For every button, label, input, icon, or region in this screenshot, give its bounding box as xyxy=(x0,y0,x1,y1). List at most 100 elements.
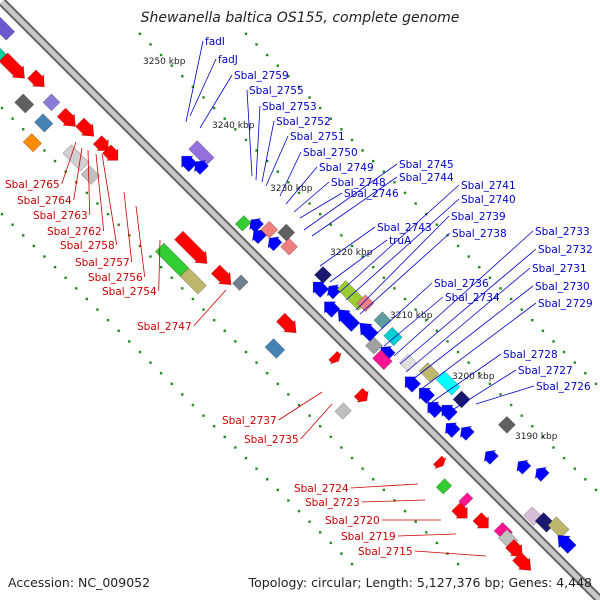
tick-dot xyxy=(531,425,534,428)
tick-dot xyxy=(128,234,131,237)
reverse-gene-arrow xyxy=(404,376,422,393)
reverse-gene-label: Sbal_2750 xyxy=(303,147,358,159)
forward-gene-label: Sbal_2763 xyxy=(33,210,88,222)
tick-dot xyxy=(478,265,481,269)
tick-dot xyxy=(265,372,269,375)
reverse-label-leader xyxy=(303,163,398,231)
tick-dot xyxy=(573,467,576,470)
tick-dot xyxy=(202,96,205,99)
tick-dot xyxy=(96,202,99,205)
forward-gene-label: Sbal_2754 xyxy=(102,286,157,298)
forward-label-leader xyxy=(61,141,77,185)
forward-gene-arrow xyxy=(275,312,297,334)
tick-dot xyxy=(181,393,184,396)
forward-gene-arrow xyxy=(0,52,25,79)
tick-dot xyxy=(276,382,279,386)
tick-dot xyxy=(318,425,322,428)
forward-gene-arrow xyxy=(505,538,523,557)
reverse-label-leader xyxy=(285,166,318,205)
reverse-gene-feature xyxy=(356,294,375,313)
reverse-label-leader xyxy=(411,285,534,381)
reverse-gene-label: truA xyxy=(389,235,412,247)
reverse-label-leader xyxy=(345,198,460,301)
tick-dot xyxy=(223,117,226,120)
reverse-label-leader xyxy=(199,74,233,129)
tick-dot xyxy=(0,106,4,110)
kbp-tick-label: 3250 kbp xyxy=(143,57,186,67)
tick-dot xyxy=(361,467,364,470)
tick-dot xyxy=(223,435,226,439)
tick-dot xyxy=(11,223,14,226)
forward-gene-label: Sbal_2715 xyxy=(358,546,413,558)
tick-dot xyxy=(488,276,492,279)
forward-gene-arrow xyxy=(56,107,76,127)
reverse-gene-label: Sbal_2759 xyxy=(234,70,289,82)
tick-dot xyxy=(467,361,470,364)
reverse-gene-label: Sbal_2744 xyxy=(399,172,454,184)
tick-dot xyxy=(191,297,195,301)
tick-dot xyxy=(414,308,417,311)
tick-dot xyxy=(318,212,322,216)
reverse-gene-feature xyxy=(452,390,471,409)
reverse-label-leader xyxy=(375,282,433,335)
tick-dot xyxy=(541,329,545,333)
forward-gene-label: Sbal_2764 xyxy=(17,195,72,207)
forward-gene-feature xyxy=(0,47,7,62)
tick-dot xyxy=(297,509,301,513)
tick-dot xyxy=(255,361,258,364)
tick-dot xyxy=(287,393,290,396)
tick-dot xyxy=(106,212,110,216)
tick-dot xyxy=(308,414,311,417)
tick-dot xyxy=(64,276,67,279)
forward-label-leader xyxy=(278,391,323,421)
reverse-gene-arrow xyxy=(337,309,361,332)
forward-gene-arrow xyxy=(353,387,369,403)
tick-dot xyxy=(255,43,258,46)
reverse-gene-feature xyxy=(373,311,392,330)
tick-dot xyxy=(361,149,364,152)
tick-dot xyxy=(552,340,555,343)
tick-dot xyxy=(329,117,333,120)
tick-dot xyxy=(53,265,57,269)
reverse-gene-feature xyxy=(234,215,252,232)
tick-dot xyxy=(212,318,216,322)
tick-dot xyxy=(562,456,566,460)
reverse-gene-feature xyxy=(188,140,215,167)
forward-gene-label: Sbal_2757 xyxy=(75,257,130,269)
tick-dot xyxy=(85,297,89,301)
tick-dot xyxy=(96,308,99,311)
tick-dot xyxy=(562,350,566,354)
reverse-gene-label: Sbal_2736 xyxy=(434,278,489,290)
tick-dot xyxy=(350,562,354,566)
tick-dot xyxy=(340,128,343,131)
forward-gene-label: Sbal_2735 xyxy=(244,434,299,446)
forward-label-leader xyxy=(95,153,105,232)
tick-dot xyxy=(393,181,396,184)
tick-dot xyxy=(117,329,120,333)
tick-dot xyxy=(372,159,375,163)
tick-dot xyxy=(149,255,152,258)
tick-dot xyxy=(234,446,237,449)
tick-dot xyxy=(202,308,205,311)
reverse-label-leader xyxy=(339,184,460,293)
figure-title: Shewanella baltica OS155, complete genom… xyxy=(140,10,460,26)
reverse-label-leader xyxy=(399,248,537,365)
tick-dot xyxy=(32,244,36,248)
tick-dot xyxy=(170,64,173,67)
tick-dot xyxy=(276,170,279,173)
reverse-gene-label: Sbal_2730 xyxy=(535,281,590,293)
reverse-gene-label: Sbal_2728 xyxy=(503,349,558,361)
reverse-gene-label: fadJ xyxy=(218,54,238,66)
tick-dot xyxy=(329,435,333,439)
tick-dot xyxy=(276,488,279,492)
tick-dot xyxy=(159,53,163,57)
tick-dot xyxy=(340,446,343,449)
tick-dot xyxy=(435,223,439,226)
forward-gene-label: Sbal_2762 xyxy=(47,226,102,238)
reverse-gene-arrow xyxy=(193,159,209,175)
reverse-gene-label: Sbal_2753 xyxy=(262,101,317,113)
forward-label-leader xyxy=(193,289,227,327)
forward-label-leader xyxy=(414,550,487,557)
forward-label-leader xyxy=(87,149,91,216)
